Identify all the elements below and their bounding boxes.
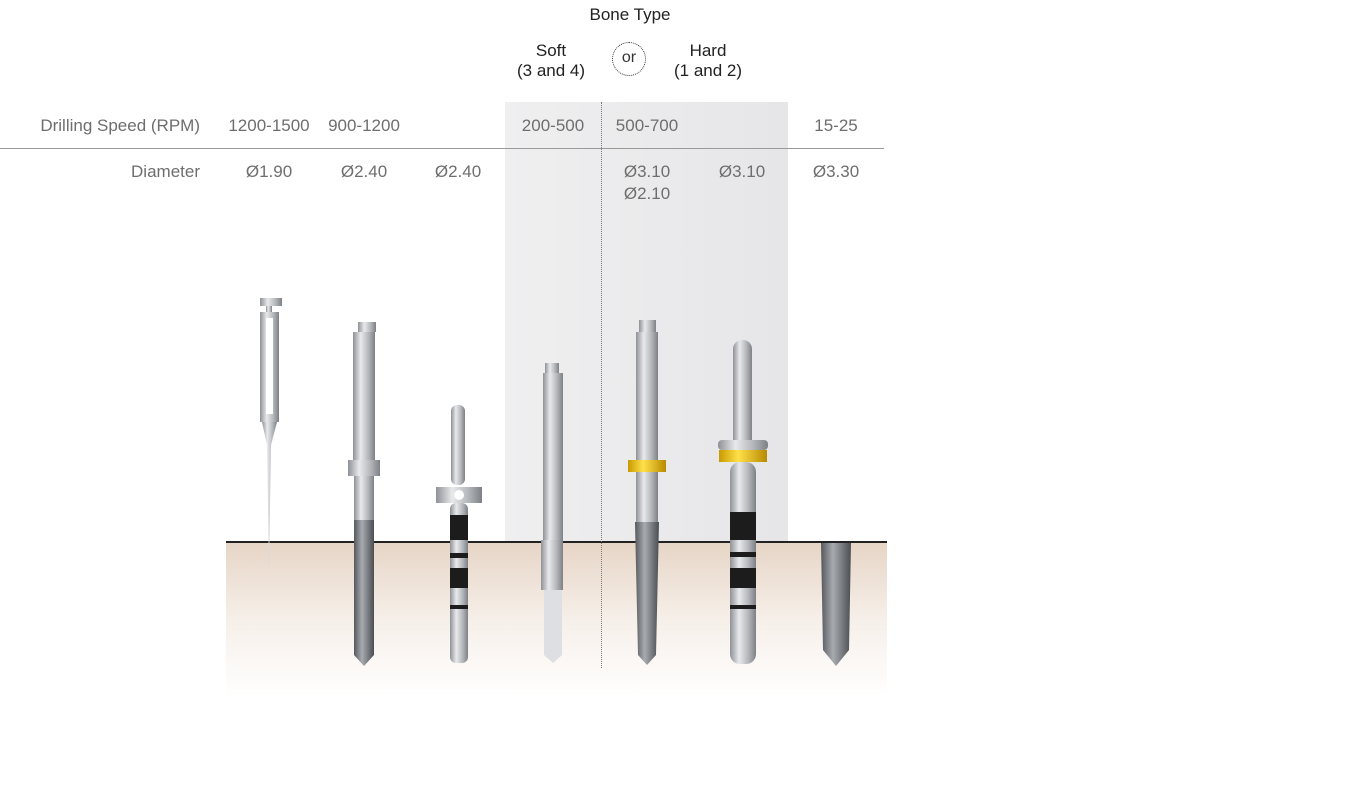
implant-icon [821,543,851,666]
twist-drill-icon [348,322,380,666]
soft-hard-divider [601,102,602,668]
diameter-row-label: Diameter [131,162,200,181]
diameter-value: Ø2.10 [623,184,671,203]
diameter-value: Ø2.40 [434,162,482,181]
soft-label: Soft [535,41,567,60]
soft-bone-drill-icon [541,363,563,663]
hard-bone-header: Hard (1 and 2) [674,41,742,81]
diameter-value: Ø3.30 [812,162,860,181]
profile-drill-icon [628,320,666,665]
hard-sub-label: (1 and 2) [673,61,743,80]
soft-bone-header: Soft (3 and 4) [517,41,585,81]
lance-drill-icon [260,298,282,572]
speed-value: 500-700 [615,116,679,135]
diameter-value: Ø1.90 [245,162,293,181]
diameter-value: Ø3.10 [623,162,671,181]
speed-value: 900-1200 [328,116,400,135]
speed-value: 15-25 [814,116,858,135]
tap-gauge-icon [718,340,768,664]
bone-type-title: Bone Type [589,5,671,24]
soft-sub-label: (3 and 4) [516,61,586,80]
row-divider [0,148,884,149]
depth-gauge-icon [436,405,482,663]
hard-label: Hard [689,41,727,60]
speed-row-label: Drilling Speed (RPM) [40,116,200,135]
or-badge: or [612,42,646,76]
speed-value: 1200-1500 [228,116,310,135]
speed-value: 200-500 [521,116,585,135]
diameter-value: Ø3.10 [718,162,766,181]
diameter-value: Ø2.40 [340,162,388,181]
